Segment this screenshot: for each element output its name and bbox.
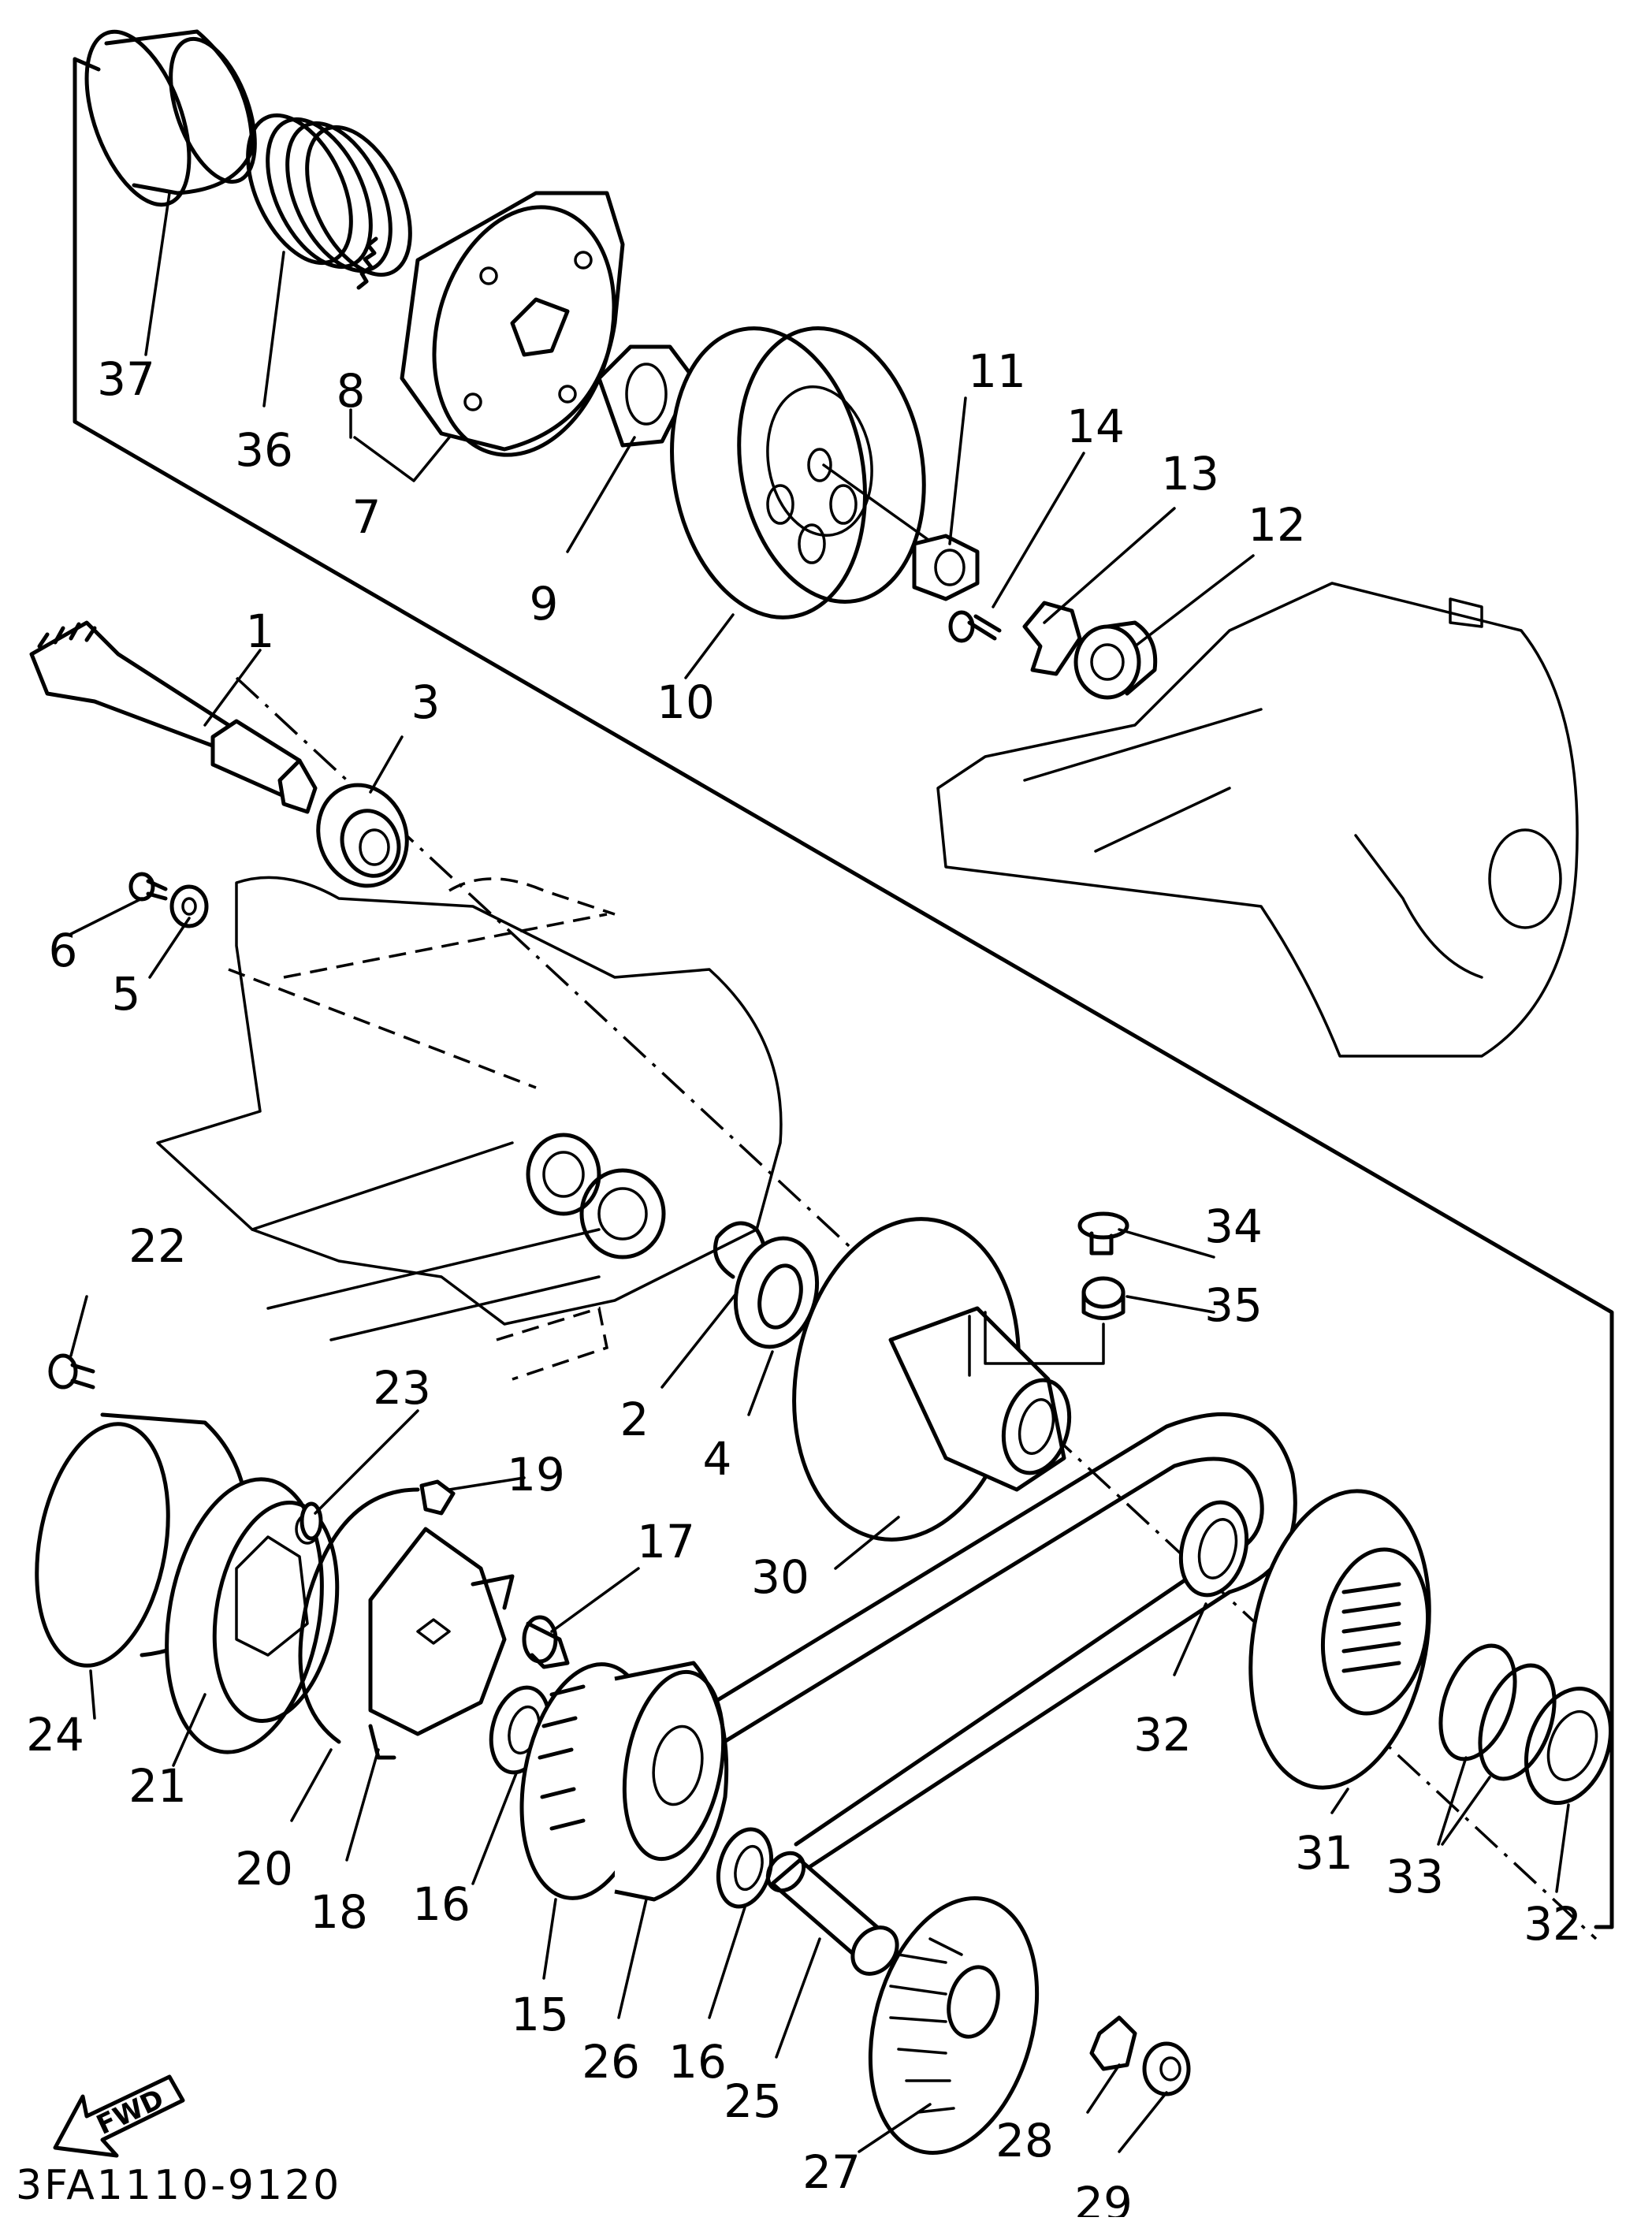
- part-17-weight-roller: [522, 1615, 570, 1669]
- callout-6: 6: [49, 924, 78, 977]
- callout-3: 3: [411, 675, 441, 729]
- callout-labels: 1234567891011121314151616171819202122232…: [26, 344, 1582, 2221]
- part-37-clutch-housing: [84, 29, 257, 207]
- callout-17: 17: [637, 1515, 695, 1568]
- part-34-pin: [1077, 1211, 1129, 1256]
- callout-16: 16: [412, 1877, 471, 1931]
- part-35-collar: [1081, 1276, 1126, 1320]
- callout-14: 14: [1066, 400, 1125, 453]
- part-7-clutch-carrier: [400, 191, 625, 457]
- part-31-fixed-sheave: [1248, 1489, 1431, 1790]
- callout-19: 19: [507, 1448, 565, 1501]
- callout-15: 15: [511, 1988, 569, 2041]
- forward-arrow-icon: FWD: [53, 2074, 185, 2158]
- part-36-clutch-spring: [246, 113, 412, 277]
- callout-26: 26: [582, 2035, 640, 2089]
- callout-10: 10: [657, 675, 715, 729]
- callout-18: 18: [310, 1885, 368, 1939]
- callout-30: 30: [751, 1550, 809, 1604]
- callout-37: 37: [97, 352, 155, 406]
- part-12-bearing: [1073, 620, 1158, 700]
- callout-29: 29: [1074, 2177, 1133, 2217]
- part-29-nut: [1142, 2041, 1191, 2096]
- callout-35: 35: [1204, 1278, 1263, 1332]
- part-26-sheave-body: [614, 1661, 729, 1902]
- callout-16: 16: [668, 2035, 727, 2089]
- part-3-bearing: [316, 783, 409, 888]
- callout-27: 27: [802, 2145, 861, 2199]
- part-5-washer: [169, 884, 209, 928]
- fwd-label: FWD: [92, 2083, 169, 2141]
- part-14-screw: [948, 610, 1002, 643]
- callout-32: 32: [1133, 1708, 1192, 1762]
- diagram-code: 3FA1110-9120: [16, 2162, 341, 2209]
- part-25-collar: [765, 1851, 899, 1976]
- part-20-disc: [298, 1487, 420, 1744]
- callout-22: 22: [128, 1219, 187, 1273]
- callout-7: 7: [352, 490, 381, 544]
- callout-31: 31: [1295, 1826, 1353, 1880]
- callout-4: 4: [703, 1432, 732, 1486]
- callout-23: 23: [373, 1361, 431, 1415]
- part-27-fan-pulley: [868, 1896, 1040, 2155]
- part-13-lock-washer: [1022, 601, 1082, 676]
- callout-2: 2: [620, 1393, 649, 1446]
- callout-12: 12: [1248, 498, 1306, 552]
- part-22-bolt: [48, 1353, 95, 1390]
- part-33-o-rings: [1438, 1643, 1557, 1781]
- callout-11: 11: [968, 344, 1026, 398]
- part-4-oil-seal: [733, 1236, 820, 1349]
- part-10-clutch-drum: [670, 326, 936, 619]
- callout-5: 5: [112, 967, 141, 1021]
- callout-28: 28: [995, 2114, 1054, 2167]
- part-18-cam: [368, 1527, 515, 1760]
- pin-leader: [984, 1311, 1105, 1365]
- callout-25: 25: [724, 2074, 782, 2128]
- callout-1: 1: [246, 605, 275, 658]
- part-32-seal-a: [1178, 1500, 1249, 1598]
- part-11-nut: [912, 534, 980, 601]
- part-30-secondary-sheave: [792, 1217, 1072, 1542]
- callout-9: 9: [530, 577, 559, 631]
- callout-32: 32: [1524, 1897, 1582, 1951]
- callout-13: 13: [1161, 447, 1219, 500]
- part-1-primary-shaft: [29, 620, 318, 814]
- callout-8: 8: [337, 364, 366, 418]
- callout-24: 24: [26, 1708, 84, 1762]
- callout-34: 34: [1204, 1200, 1263, 1253]
- callout-20: 20: [235, 1842, 293, 1895]
- part-19-clip: [419, 1479, 456, 1516]
- part-8-spring: [356, 236, 378, 290]
- callout-21: 21: [128, 1759, 187, 1813]
- part-32-seal-b: [1524, 1686, 1613, 1806]
- crankcase-housing: [936, 582, 1579, 1058]
- leader-lines: [69, 192, 1570, 2153]
- left-crankcase: [156, 876, 783, 1381]
- part-28-washer: [1089, 2015, 1137, 2071]
- callout-36: 36: [235, 423, 293, 477]
- callout-33: 33: [1386, 1850, 1444, 1903]
- part-6-bolt: [128, 872, 168, 902]
- part-21-cam-plate: [165, 1477, 340, 1754]
